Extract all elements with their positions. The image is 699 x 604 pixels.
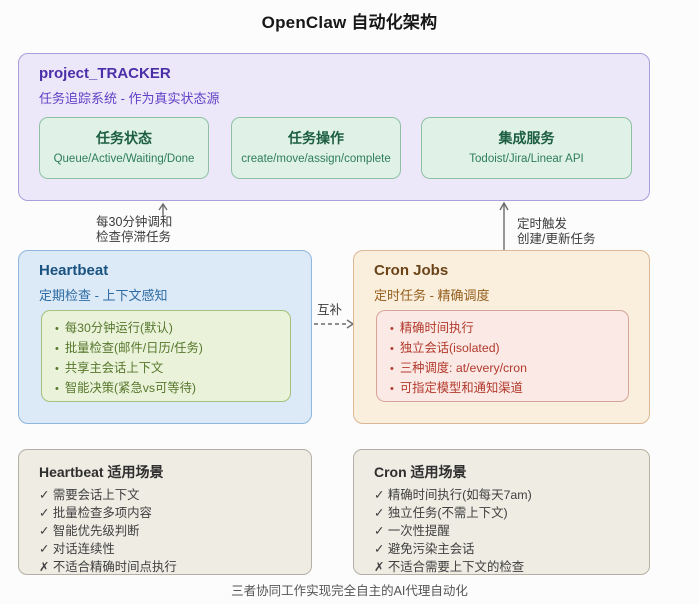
scenario-item: ✓ 智能优先级判断 <box>39 524 140 538</box>
project-tracker-subtitle: 任务追踪系统 - 作为真实状态源 <box>39 91 220 106</box>
cron-feature-list: 精确时间执行 独立会话(isolated) 三种调度: at/every/cro… <box>376 310 629 402</box>
heartbeat-subtitle: 定期检查 - 上下文感知 <box>39 288 168 303</box>
page-title: OpenClaw 自动化架构 <box>261 13 438 32</box>
connector-label-line: 定时触发 <box>517 217 568 231</box>
feature-item: 可指定模型和通知渠道 <box>390 379 620 399</box>
project-tracker-box: project_TRACKER 任务追踪系统 - 作为真实状态源 任务状态 Qu… <box>18 53 650 201</box>
left-connector-label: 每30分钟调和 检查停滞任务 <box>96 215 172 245</box>
module-title: 集成服务 <box>498 130 555 146</box>
scenario-item: ✓ 避免污染主会话 <box>374 542 475 556</box>
feature-item: 共享主会话上下文 <box>55 359 282 379</box>
cron-scenarios-box: Cron 适用场景 ✓ 精确时间执行(如每天7am) ✓ 独立任务(不需上下文)… <box>353 449 650 575</box>
module-integrations: 集成服务 Todoist/Jira/Linear API <box>421 117 632 179</box>
scenario-item: ✓ 独立任务(不需上下文) <box>374 506 508 520</box>
footer-caption: 三者协同工作实现完全自主的AI代理自动化 <box>231 584 468 598</box>
scenario-item: ✓ 需要会话上下文 <box>39 488 140 502</box>
module-title: 任务状态 <box>96 130 152 146</box>
complement-label: 互补 <box>317 303 343 317</box>
scenario-item: ✓ 精确时间执行(如每天7am) <box>374 488 532 502</box>
cron-subtitle: 定时任务 - 精确调度 <box>374 288 490 303</box>
connector-label-line: 检查停滞任务 <box>96 230 172 244</box>
feature-item: 批量检查(邮件/日历/任务) <box>55 339 282 359</box>
connector-label-line: 创建/更新任务 <box>517 232 596 246</box>
right-connector-label: 定时触发 创建/更新任务 <box>517 217 595 247</box>
scenario-item: ✓ 对话连续性 <box>39 542 115 556</box>
heartbeat-scenarios-list: ✓ 需要会话上下文 ✓ 批量检查多项内容 ✓ 智能优先级判断 ✓ 对话连续性 ✗… <box>39 486 177 576</box>
module-subtitle: create/move/assign/complete <box>241 153 391 165</box>
feature-item: 独立会话(isolated) <box>390 339 620 359</box>
module-task-status: 任务状态 Queue/Active/Waiting/Done <box>39 117 209 179</box>
cron-title: Cron Jobs <box>374 262 449 279</box>
module-subtitle: Queue/Active/Waiting/Done <box>53 153 195 165</box>
heartbeat-scenarios-box: Heartbeat 适用场景 ✓ 需要会话上下文 ✓ 批量检查多项内容 ✓ 智能… <box>18 449 312 575</box>
feature-item: 精确时间执行 <box>390 319 620 339</box>
feature-item: 三种调度: at/every/cron <box>390 359 620 379</box>
up-arrow-icon <box>158 202 168 216</box>
cron-jobs-box: Cron Jobs 定时任务 - 精确调度 精确时间执行 独立会话(isolat… <box>353 250 650 424</box>
heartbeat-feature-list: 每30分钟运行(默认) 批量检查(邮件/日历/任务) 共享主会话上下文 智能决策… <box>41 310 291 402</box>
module-subtitle: Todoist/Jira/Linear API <box>469 153 584 165</box>
scenario-item: ✓ 一次性提醒 <box>374 524 450 538</box>
heartbeat-title: Heartbeat <box>39 262 109 279</box>
cron-scenarios-list: ✓ 精确时间执行(如每天7am) ✓ 独立任务(不需上下文) ✓ 一次性提醒 ✓… <box>374 486 532 576</box>
scenario-item: ✓ 批量检查多项内容 <box>39 506 152 520</box>
up-arrow-icon <box>499 201 509 250</box>
scenario-item: ✗ 不适合精确时间点执行 <box>39 560 177 574</box>
scenario-item: ✗ 不适合需要上下文的检查 <box>374 560 525 574</box>
cron-scenarios-title: Cron 适用场景 <box>374 464 467 480</box>
heartbeat-box: Heartbeat 定期检查 - 上下文感知 每30分钟运行(默认) 批量检查(… <box>18 250 312 424</box>
feature-item: 每30分钟运行(默认) <box>55 319 282 339</box>
feature-item: 智能决策(紧急vs可等待) <box>55 379 282 399</box>
project-tracker-title: project_TRACKER <box>39 65 171 82</box>
heartbeat-scenarios-title: Heartbeat 适用场景 <box>39 464 164 480</box>
dashed-right-arrow-icon <box>314 319 355 329</box>
connector-label-line: 每30分钟调和 <box>96 215 173 229</box>
module-task-operations: 任务操作 create/move/assign/complete <box>231 117 401 179</box>
module-title: 任务操作 <box>288 130 344 146</box>
